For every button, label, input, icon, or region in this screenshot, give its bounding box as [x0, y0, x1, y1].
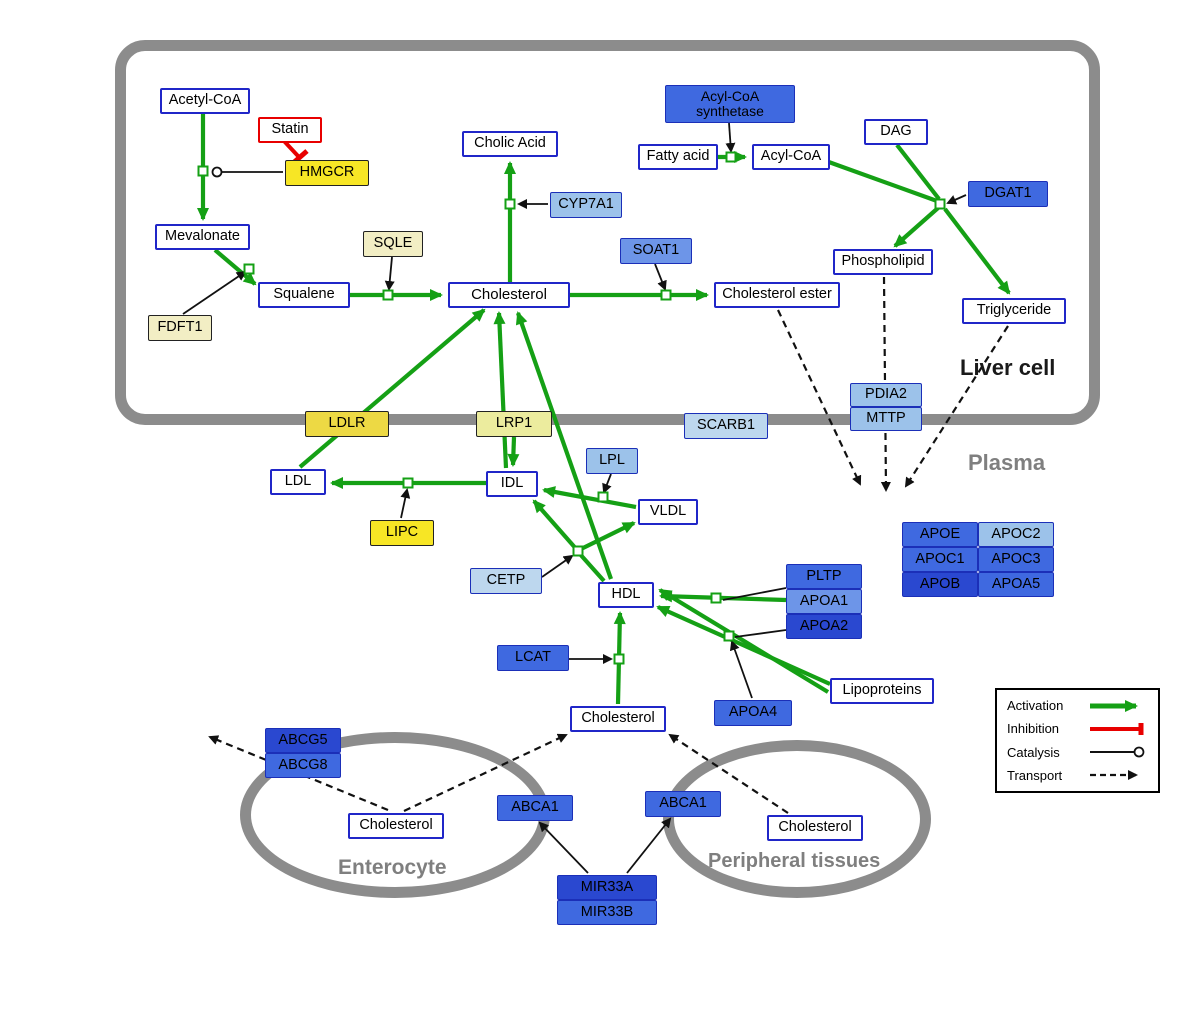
catalysis-edges: [182, 122, 967, 874]
legend-inhibition-label: Inhibition: [1007, 721, 1060, 737]
node-apoa4[interactable]: APOA4: [714, 700, 792, 726]
node-pdia2[interactable]: PDIA2: [850, 383, 922, 407]
node-abca1-peripheral[interactable]: ABCA1: [645, 791, 721, 817]
node-phospholipid[interactable]: Phospholipid: [833, 249, 933, 275]
node-mevalonate[interactable]: Mevalonate: [155, 224, 250, 250]
node-idl[interactable]: IDL: [486, 471, 538, 497]
legend-activation-label: Activation: [1007, 698, 1064, 713]
node-dag[interactable]: DAG: [864, 119, 928, 145]
node-apoc2[interactable]: APOC2: [978, 522, 1054, 547]
node-cholic-acid[interactable]: Cholic Acid: [462, 131, 558, 157]
node-squalene[interactable]: Squalene: [258, 282, 350, 308]
region-label-enterocyte: Enterocyte: [338, 856, 447, 879]
node-apoc1[interactable]: APOC1: [902, 547, 978, 572]
node-lipoproteins[interactable]: Lipoproteins: [830, 678, 934, 704]
inhibition-symbol: [1090, 722, 1144, 735]
node-soat1[interactable]: SOAT1: [620, 238, 692, 264]
node-triglyceride[interactable]: Triglyceride: [962, 298, 1066, 324]
liver-cell-membrane: [115, 40, 1100, 425]
node-acyl-coa-synthetase[interactable]: Acyl-CoA synthetase: [665, 85, 795, 123]
node-lrp1[interactable]: LRP1: [476, 411, 552, 437]
legend-row-inhibition: Inhibition: [1007, 721, 1148, 736]
node-apoe[interactable]: APOE: [902, 522, 978, 547]
node-mir33a[interactable]: MIR33A: [557, 875, 657, 900]
node-cholesterol-enterocyte[interactable]: Cholesterol: [348, 813, 444, 839]
node-mttp[interactable]: MTTP: [850, 407, 922, 431]
node-ldl[interactable]: LDL: [270, 469, 326, 495]
node-apob[interactable]: APOB: [902, 572, 978, 597]
activation-edges: [197, 114, 1011, 705]
node-lipc[interactable]: LIPC: [370, 520, 434, 546]
catalysis-symbol: [1090, 746, 1145, 758]
node-hmgcr[interactable]: HMGCR: [285, 160, 369, 186]
node-abca1-enterocyte[interactable]: ABCA1: [497, 795, 573, 821]
reaction-nodes: [197, 151, 946, 665]
node-lcat[interactable]: LCAT: [497, 645, 569, 671]
region-label-liver-cell: Liver cell: [960, 355, 1056, 380]
node-apoa2[interactable]: APOA2: [786, 614, 862, 639]
node-cholesterol-liver[interactable]: Cholesterol: [448, 282, 570, 308]
node-hdl[interactable]: HDL: [598, 582, 654, 608]
legend-transport-label: Transport: [1007, 767, 1063, 783]
node-statin[interactable]: Statin: [258, 117, 322, 143]
legend-catalysis-label: Catalysis: [1007, 744, 1060, 760]
node-acyl-coa[interactable]: Acyl-CoA: [752, 144, 830, 170]
node-cholesterol-ester[interactable]: Cholesterol ester: [714, 282, 840, 308]
node-cetp[interactable]: CETP: [470, 568, 542, 594]
node-pltp[interactable]: PLTP: [786, 564, 862, 589]
node-vldl[interactable]: VLDL: [638, 499, 698, 525]
node-dgat1[interactable]: DGAT1: [968, 181, 1048, 207]
node-lpl[interactable]: LPL: [586, 448, 638, 474]
node-acetyl-coa[interactable]: Acetyl-CoA: [160, 88, 250, 114]
legend-row-activation: Activation: [1007, 698, 1148, 713]
legend: Activation Inhibition Catalysis Transpor…: [995, 688, 1160, 793]
node-apoa1[interactable]: APOA1: [786, 589, 862, 614]
node-abcg5[interactable]: ABCG5: [265, 728, 341, 753]
node-cyp7a1[interactable]: CYP7A1: [550, 192, 622, 218]
node-scarb1[interactable]: SCARB1: [684, 413, 768, 439]
transport-symbol: [1090, 770, 1138, 781]
node-apoa5[interactable]: APOA5: [978, 572, 1054, 597]
node-fdft1[interactable]: FDFT1: [148, 315, 212, 341]
activation-symbol: [1090, 699, 1138, 712]
legend-row-catalysis: Catalysis: [1007, 745, 1148, 760]
node-ldlr[interactable]: LDLR: [305, 411, 389, 437]
node-sqle[interactable]: SQLE: [363, 231, 423, 257]
node-abcg8[interactable]: ABCG8: [265, 753, 341, 778]
node-fatty-acid[interactable]: Fatty acid: [638, 144, 718, 170]
region-label-plasma: Plasma: [968, 450, 1046, 475]
legend-row-transport: Transport: [1007, 768, 1148, 783]
node-cholesterol-peripheral[interactable]: Cholesterol: [767, 815, 863, 841]
node-apoc3[interactable]: APOC3: [978, 547, 1054, 572]
node-mir33b[interactable]: MIR33B: [557, 900, 657, 925]
node-cholesterol-plasma[interactable]: Cholesterol: [570, 706, 666, 732]
region-label-peripheral-tissues: Peripheral tissues: [708, 850, 881, 872]
